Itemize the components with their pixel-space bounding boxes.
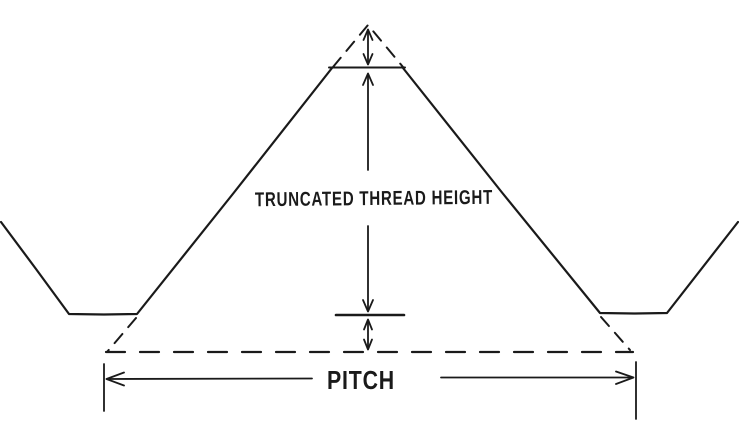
crest-truncation-arrow bbox=[362, 28, 374, 66]
theoretical-apex-dashed-line bbox=[332, 24, 404, 68]
thread-flank-right-line bbox=[401, 66, 739, 315]
arrowhead-up-icon bbox=[362, 28, 374, 41]
pitch-dimension-label: PITCH bbox=[327, 365, 395, 395]
arrowhead-down-icon bbox=[363, 338, 373, 351]
thread-profile-outline bbox=[0, 66, 739, 316]
arrowhead-down-icon bbox=[362, 299, 374, 313]
arrowhead-up-icon bbox=[362, 72, 374, 86]
pitch-arrow-left-shaft bbox=[106, 377, 313, 380]
arrowhead-up-icon bbox=[363, 318, 373, 331]
arrowhead-right-icon bbox=[615, 370, 635, 385]
theoretical-construction-lines bbox=[104, 24, 635, 354]
theoretical-root-dashed-line-left bbox=[106, 317, 137, 353]
theoretical-root-dashed-line-right bbox=[600, 316, 631, 351]
thread-flank-left-line bbox=[0, 66, 334, 316]
height-arrow-upper bbox=[362, 72, 374, 171]
pitch-dimension bbox=[103, 361, 637, 420]
height-arrow-lower bbox=[362, 225, 374, 313]
arrowhead-left-icon bbox=[105, 371, 125, 387]
height-dimension-label: TRUNCATED THREAD HEIGHT bbox=[255, 187, 493, 211]
root-truncation-arrow bbox=[363, 318, 373, 351]
arrowhead-down-icon bbox=[362, 53, 374, 66]
